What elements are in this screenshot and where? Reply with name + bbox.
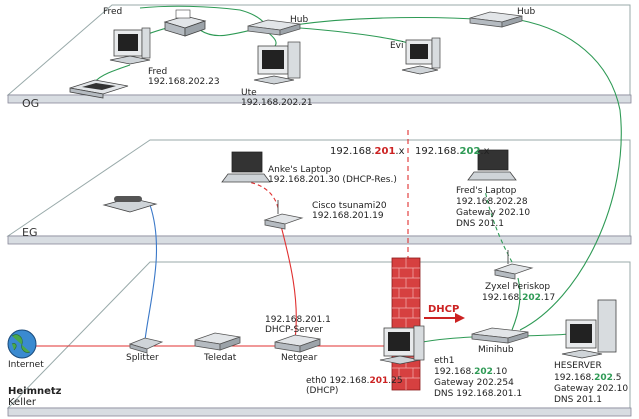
hub2-label: Hub [517, 7, 535, 17]
cisco-ip: 192.168.201.19 [312, 211, 384, 221]
fred-pc-icon [109, 27, 151, 65]
evi-name: Evi [390, 41, 404, 51]
splitter-icon [128, 337, 164, 354]
fred-top-label: Fred [103, 7, 122, 17]
wifi-red-anke [247, 181, 279, 209]
ute-name: Ute [241, 88, 257, 98]
floor-eg [6, 139, 632, 245]
wifi-green-fredlap [484, 189, 513, 263]
floor-label-keller: Keller [8, 397, 37, 408]
cable-green-riser [519, 19, 622, 331]
fredlap-dns: DNS 201.1 [456, 219, 504, 229]
eth1-dns: DNS 192.168.201.1 [434, 389, 522, 399]
heserver-ip: 192.168.202.5 [554, 373, 621, 383]
eth1-ip: 192.168.202.10 [434, 367, 507, 377]
subnet-201-label: 192.168.201.x [330, 146, 405, 157]
globe-icon [7, 329, 37, 359]
ute-pc-icon [253, 41, 301, 85]
minihub-icon [471, 327, 529, 344]
anke-name: Anke's Laptop [268, 165, 332, 175]
floor-keller [6, 261, 632, 417]
fred-laptop-icon [467, 149, 517, 181]
cisco-name: Cisco tsunami20 [312, 201, 387, 211]
cisco-icon [263, 200, 304, 230]
netgear-label: Netgear [281, 353, 318, 363]
heserver-icon [561, 299, 617, 359]
ute-ip: 192.168.202.21 [241, 98, 313, 108]
cable-green-minihub-zyxel [511, 277, 521, 331]
netgear-icon [274, 334, 321, 353]
teledat-label: Teledat [203, 353, 237, 363]
phone-icon [102, 196, 158, 213]
fredlap-ip: 192.168.202.28 [456, 197, 528, 207]
heserver-gateway: Gateway 202.10 [554, 384, 628, 394]
firewall-server-icon [379, 325, 425, 365]
fredlap-name: Fred's Laptop [456, 186, 517, 196]
internet-label: Internet [8, 360, 44, 370]
eth0-label: eth0 192.168.201.25 [306, 376, 403, 386]
netgear-role: DHCP-Server [265, 325, 323, 335]
floor-og [6, 4, 632, 104]
zyxel-ip: 192.168.202.17 [482, 293, 555, 303]
heserver-name: HESERVER [554, 361, 602, 371]
zyxel-icon [493, 250, 534, 280]
zyxel-name: Zyxel Periskop [485, 282, 550, 292]
fred-name: Fred [148, 67, 167, 77]
teledat-icon [194, 332, 241, 351]
fredlap-gateway: Gateway 202.10 [456, 208, 530, 218]
fred-ip: 192.168.202.23 [148, 77, 220, 87]
evi-pc-icon [401, 37, 441, 75]
hub1-icon [247, 19, 301, 36]
splitter-label: Splitter [126, 353, 159, 363]
minihub-label: Minihub [478, 345, 514, 355]
eth1-label: eth1 [434, 356, 455, 366]
cable-green-minihub-heserver [524, 333, 571, 337]
anke-ip: 192.168.201.30 (DHCP-Res.) [268, 175, 397, 185]
anke-laptop-icon [221, 151, 271, 183]
netgear-ip: 192.168.201.1 [265, 315, 331, 325]
dhcp-label: DHCP [428, 304, 459, 315]
subnet-202-label: 192.168.202.x [415, 146, 490, 157]
floor-label-og: OG [22, 97, 39, 110]
printer-icon [163, 9, 207, 37]
eth1-gateway: Gateway 202.254 [434, 378, 514, 388]
heserver-dns: DNS 201.1 [554, 395, 602, 405]
cable-blue-phone [144, 204, 158, 341]
dhcp-arrow-icon [424, 313, 465, 323]
firewall-icon [391, 257, 421, 391]
scanner-icon [69, 79, 129, 99]
floor-label-eg: EG [22, 226, 37, 239]
keller-title: Heimnetz [8, 386, 62, 397]
hub1-label: Hub [290, 15, 308, 25]
hub2-icon [469, 11, 523, 28]
cable-red-cisco [279, 221, 297, 341]
eth0-note: (DHCP) [306, 386, 338, 396]
